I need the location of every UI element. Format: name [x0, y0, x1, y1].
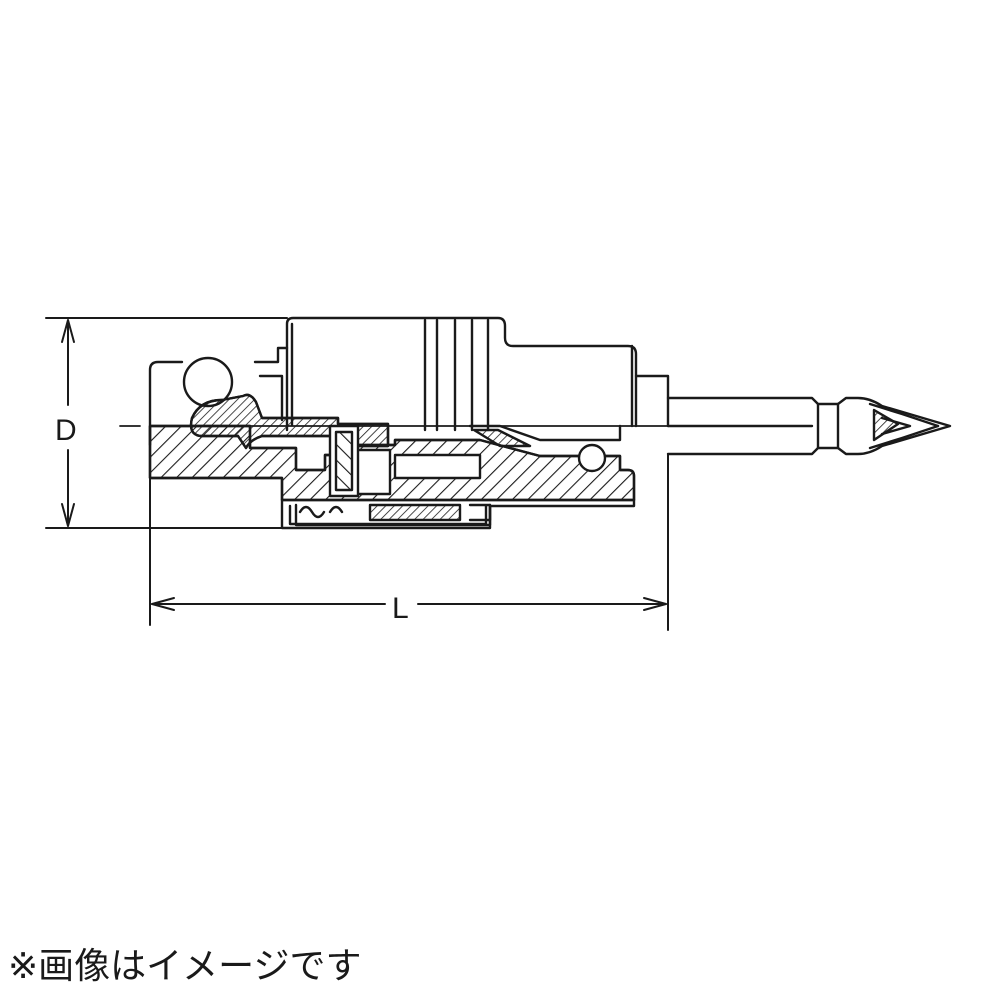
image-disclaimer-caption: ※画像はイメージです [8, 946, 362, 987]
upper-body-outline [148, 316, 670, 447]
dimension-l-label: L [392, 592, 409, 625]
phillips-tip [868, 402, 940, 450]
lower-sleeve [280, 498, 636, 530]
plunger-shaft [328, 424, 360, 498]
coil-spring [294, 503, 492, 527]
dimension-d [45, 317, 288, 529]
sectioned-body [148, 424, 636, 502]
dimension-d-label: D [55, 414, 77, 447]
bit-retention-ball [577, 443, 607, 473]
dimension-l [149, 453, 669, 631]
hex-bit-shank [468, 396, 952, 456]
